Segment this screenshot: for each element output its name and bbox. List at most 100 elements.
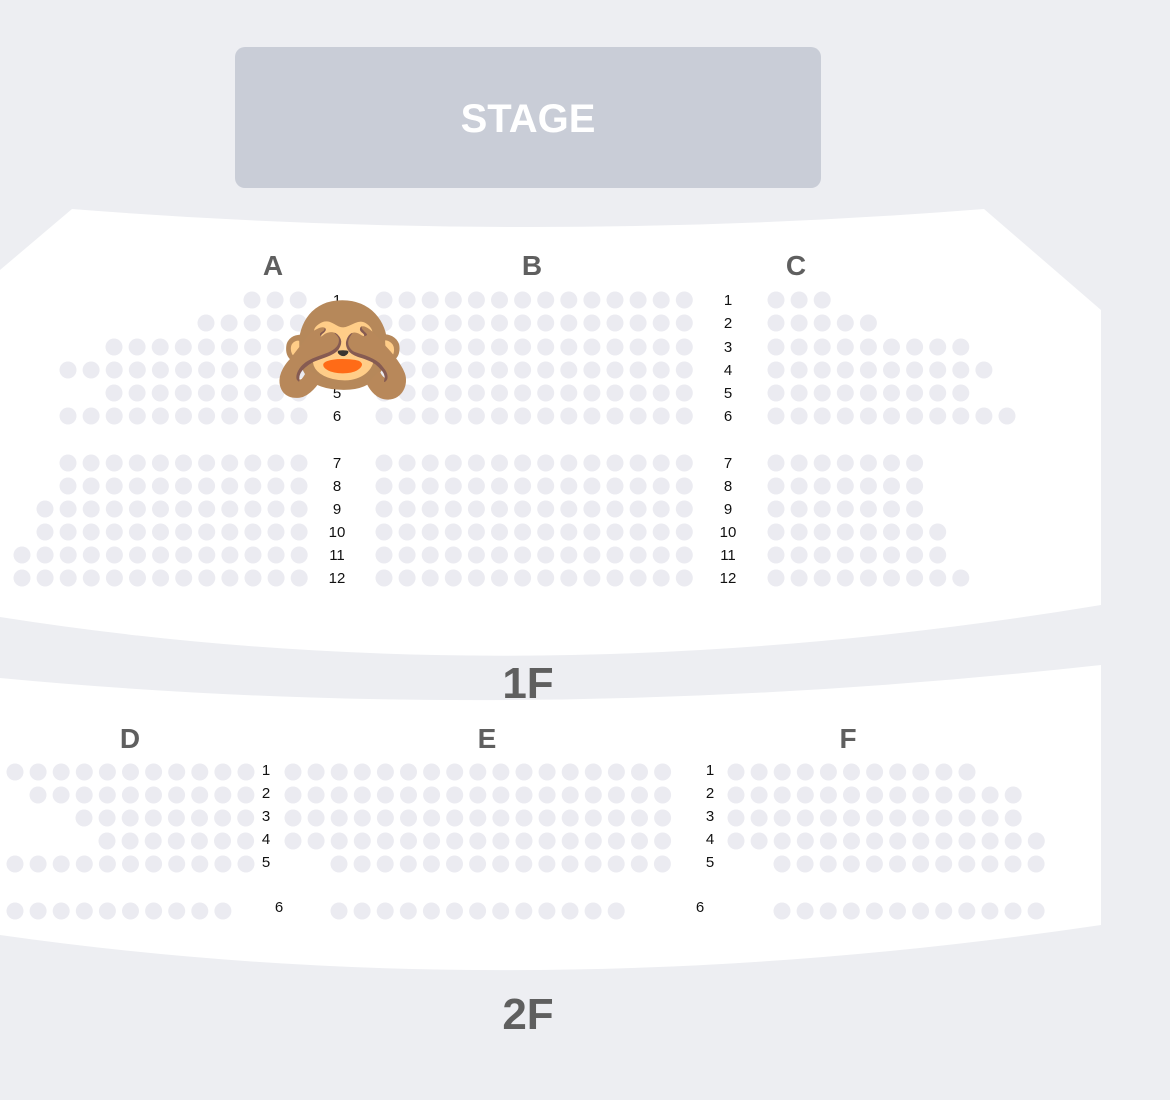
seat-C-row11-6[interactable] bbox=[883, 546, 900, 564]
seat-E-row4-14[interactable] bbox=[584, 832, 602, 850]
seat-A-row6-1[interactable] bbox=[59, 407, 77, 425]
seat-A-row2-3[interactable] bbox=[243, 314, 261, 332]
seat-B-row11-8[interactable] bbox=[537, 546, 555, 564]
seat-D-row5-5[interactable] bbox=[98, 855, 116, 873]
seat-A-row8-8[interactable] bbox=[221, 477, 239, 495]
seat-D-row4-5[interactable] bbox=[190, 832, 208, 850]
seat-B-row11-12[interactable] bbox=[629, 546, 647, 564]
seat-B-row12-3[interactable] bbox=[421, 569, 439, 587]
seat-B-row4-14[interactable] bbox=[675, 361, 693, 379]
seat-A-row6-5[interactable] bbox=[151, 407, 169, 425]
seat-C-row4-3[interactable] bbox=[813, 361, 831, 379]
seat-B-row9-6[interactable] bbox=[491, 500, 508, 518]
seat-C-row4-1[interactable] bbox=[767, 361, 785, 379]
seat-A-row8-7[interactable] bbox=[198, 477, 216, 495]
seat-B-row4-13[interactable] bbox=[652, 361, 670, 379]
seat-A-row12-11[interactable] bbox=[244, 569, 262, 587]
seat-F-row6-10[interactable] bbox=[981, 902, 999, 920]
seat-D-row6-3[interactable] bbox=[52, 902, 70, 920]
seat-B-row5-7[interactable] bbox=[514, 384, 532, 402]
seat-E-row4-13[interactable] bbox=[561, 832, 579, 850]
seat-C-row5-1[interactable] bbox=[767, 384, 785, 402]
seat-C-row12-3[interactable] bbox=[813, 569, 831, 587]
seat-E-row6-3[interactable] bbox=[376, 902, 394, 920]
seat-B-row3-2[interactable] bbox=[398, 338, 416, 356]
seat-E-row2-12[interactable] bbox=[538, 786, 556, 804]
seat-E-row1-2[interactable] bbox=[307, 763, 325, 781]
seat-A-row11-6[interactable] bbox=[129, 546, 146, 564]
seat-A-row12-1[interactable] bbox=[13, 569, 31, 587]
seat-F-row2-1[interactable] bbox=[727, 786, 745, 804]
seat-B-row12-14[interactable] bbox=[675, 569, 693, 587]
seat-F-row6-12[interactable] bbox=[1027, 902, 1045, 920]
seat-B-row4-11[interactable] bbox=[606, 361, 624, 379]
seat-E-row6-5[interactable] bbox=[422, 902, 440, 920]
seat-A-row5-7[interactable] bbox=[244, 384, 262, 402]
seat-C-row9-6[interactable] bbox=[883, 500, 900, 518]
seat-C-row12-5[interactable] bbox=[859, 569, 877, 587]
seat-E-row2-16[interactable] bbox=[631, 786, 648, 804]
seat-A-row9-5[interactable] bbox=[128, 500, 146, 518]
seat-C-row8-2[interactable] bbox=[790, 477, 808, 495]
seat-B-row3-12[interactable] bbox=[629, 338, 647, 356]
seat-D-row2-3[interactable] bbox=[75, 786, 93, 804]
seat-F-row3-1[interactable] bbox=[727, 809, 745, 827]
seat-F-row2-6[interactable] bbox=[843, 786, 860, 804]
seat-E-row4-8[interactable] bbox=[446, 832, 464, 850]
seat-B-row1-4[interactable] bbox=[444, 291, 462, 309]
seat-E-row5-5[interactable] bbox=[422, 855, 440, 873]
seat-B-row6-14[interactable] bbox=[675, 407, 693, 425]
seat-B-row10-1[interactable] bbox=[375, 523, 393, 541]
seat-F-row3-11[interactable] bbox=[958, 809, 976, 827]
seat-E-row5-2[interactable] bbox=[353, 855, 371, 873]
seat-B-row8-12[interactable] bbox=[629, 477, 647, 495]
seat-D-row3-5[interactable] bbox=[167, 809, 185, 827]
seat-A-row7-10[interactable] bbox=[267, 454, 285, 472]
seat-B-row1-2[interactable] bbox=[398, 291, 416, 309]
seat-B-row8-9[interactable] bbox=[560, 477, 578, 495]
seat-B-row6-4[interactable] bbox=[444, 407, 462, 425]
seat-E-row6-2[interactable] bbox=[353, 902, 371, 920]
seat-D-row1-8[interactable] bbox=[168, 763, 186, 781]
seat-D-row6-5[interactable] bbox=[98, 902, 116, 920]
seat-B-row8-11[interactable] bbox=[606, 477, 624, 495]
seat-A-row10-9[interactable] bbox=[221, 523, 239, 541]
seat-E-row5-9[interactable] bbox=[515, 855, 533, 873]
seat-C-row12-2[interactable] bbox=[790, 569, 808, 587]
seat-A-row10-6[interactable] bbox=[152, 523, 169, 541]
seat-B-row7-12[interactable] bbox=[629, 454, 647, 472]
seat-B-row2-1[interactable] bbox=[375, 314, 393, 332]
seat-D-row4-6[interactable] bbox=[214, 832, 231, 850]
seat-B-row10-10[interactable] bbox=[583, 523, 601, 541]
seat-A-row6-9[interactable] bbox=[244, 407, 262, 425]
seat-F-row4-13[interactable] bbox=[1004, 832, 1022, 850]
seat-F-row3-6[interactable] bbox=[843, 809, 860, 827]
seat-A-row11-11[interactable] bbox=[244, 546, 262, 564]
seat-F-row1-2[interactable] bbox=[750, 763, 768, 781]
seat-F-row5-10[interactable] bbox=[981, 855, 999, 873]
seat-A-row4-11[interactable] bbox=[290, 361, 308, 379]
seat-B-row7-3[interactable] bbox=[421, 454, 439, 472]
seat-A-row12-4[interactable] bbox=[82, 569, 100, 587]
seat-B-row5-14[interactable] bbox=[675, 384, 693, 402]
seat-E-row6-11[interactable] bbox=[561, 902, 579, 920]
seat-E-row2-1[interactable] bbox=[284, 786, 302, 804]
seat-F-row1-8[interactable] bbox=[889, 763, 907, 781]
seat-B-row3-4[interactable] bbox=[444, 338, 462, 356]
seat-C-row10-6[interactable] bbox=[883, 523, 900, 541]
seat-C-row5-5[interactable] bbox=[859, 384, 877, 402]
seat-E-row1-5[interactable] bbox=[376, 763, 394, 781]
seat-E-row5-10[interactable] bbox=[538, 855, 556, 873]
seat-A-row9-2[interactable] bbox=[59, 500, 77, 518]
seat-B-row7-13[interactable] bbox=[652, 454, 670, 472]
seat-E-row6-6[interactable] bbox=[446, 902, 463, 920]
seat-E-row4-3[interactable] bbox=[330, 832, 348, 850]
seat-D-row3-3[interactable] bbox=[121, 809, 139, 827]
seat-E-row6-13[interactable] bbox=[607, 902, 625, 920]
seat-E-row3-14[interactable] bbox=[584, 809, 602, 827]
seat-B-row10-6[interactable] bbox=[491, 523, 508, 541]
seat-E-row3-15[interactable] bbox=[607, 809, 625, 827]
seat-D-row2-4[interactable] bbox=[98, 786, 116, 804]
seat-B-row4-9[interactable] bbox=[560, 361, 578, 379]
seat-A-row10-11[interactable] bbox=[267, 523, 285, 541]
